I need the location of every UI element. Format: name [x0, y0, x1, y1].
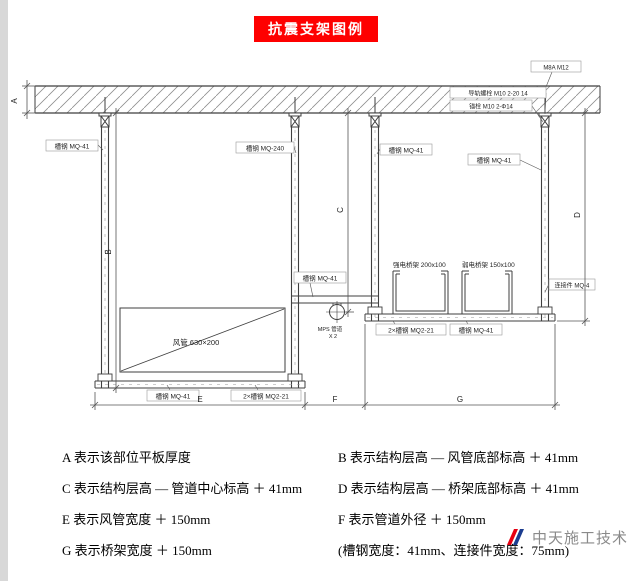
top-annotations — [449, 60, 582, 123]
corner-plates — [97, 306, 553, 382]
bolt-spec-label: M8A M12 — [543, 66, 569, 72]
tray-weak-label: 弱电桥架 150x100 — [462, 260, 515, 269]
cable-tray-weak — [461, 270, 513, 315]
logo-blue-stripe — [513, 529, 524, 545]
tray-strong-label: 强电桥架 200x100 — [393, 260, 446, 269]
cable-tray-strong — [392, 270, 449, 315]
note-widths: (槽钢宽度：41mm、连接件宽度：75mm) — [338, 543, 570, 558]
dim-c — [344, 108, 354, 317]
dim-label-d: D — [573, 212, 582, 218]
note-c: C 表示结构层高 — 管道中心标高 ＋ 41mm — [62, 481, 303, 496]
dim-a — [22, 80, 36, 119]
dim-d — [557, 108, 590, 326]
anchor-bolt-label: 锚栓 M10 2-Φ14 — [469, 103, 513, 111]
duct — [119, 307, 286, 373]
dim-label-c: C — [336, 207, 345, 213]
tray-bottom-double-label: 2×槽钢 MQ2-21 — [388, 326, 434, 335]
note-d: D 表示结构层高 — 桥架底部标高 ＋ 41mm — [338, 481, 579, 496]
dim-label-b: B — [104, 249, 113, 254]
logo-red-stripe — [507, 529, 518, 545]
dim-label-e: E — [197, 395, 202, 404]
company-logo-icon — [507, 529, 524, 545]
connector-label: 连接件 MQ-4 — [555, 282, 590, 290]
watermark-text: 中天施工技术 — [532, 529, 629, 547]
duct-label: 风管 630×200 — [173, 337, 220, 347]
right-channel-label: 槽钢 MQ-41 — [477, 156, 512, 165]
pipe-label-line2: X 2 — [329, 334, 337, 340]
rail-bolt-label: 导轨螺栓 M10 2-20 14 — [468, 90, 528, 98]
note-row-4: G 表示桥架宽度 ＋ 150mm (槽钢宽度：41mm、连接件宽度：75mm) — [62, 540, 610, 571]
dim-label-f: F — [333, 395, 338, 404]
pipe-channel-label: 槽钢 MQ-41 — [303, 274, 338, 283]
vertical-channels — [100, 127, 550, 388]
dim-label-a: A — [10, 98, 19, 104]
note-row-3: E 表示风管宽度 ＋ 150mm F 表示管道外径 ＋ 150mm — [62, 509, 610, 540]
page-left-margin — [0, 0, 8, 581]
legend-notes: A 表示该部位平板厚度 B 表示结构层高 — 风管底部标高 ＋ 41mm C 表… — [62, 447, 610, 571]
note-g: G 表示桥架宽度 ＋ 150mm — [62, 543, 212, 558]
left-channel-label: 槽钢 MQ-41 — [55, 142, 90, 151]
hanger-anchors — [98, 97, 552, 128]
duct-bottom-double-label: 2×槽钢 MQ2-21 — [243, 392, 289, 401]
dim-efg — [90, 324, 560, 410]
right-inner-channel-label: 槽钢 MQ-41 — [389, 146, 424, 155]
horizontal-channels — [94, 295, 556, 389]
dim-label-g: G — [457, 395, 463, 404]
watermark: 中天施工技术 — [504, 526, 628, 548]
mid-channel-label: 槽钢 MQ-240 — [246, 144, 285, 153]
dim-b — [112, 108, 120, 393]
duct-bottom-channel-label: 槽钢 MQ-41 — [156, 392, 191, 401]
note-row-1: A 表示该部位平板厚度 B 表示结构层高 — 风管底部标高 ＋ 41mm — [62, 447, 610, 478]
page-title: 抗震支架图例 — [254, 16, 378, 42]
pipe-label-line1: MPS 管道 — [318, 325, 343, 333]
technical-drawing: A — [10, 60, 601, 410]
member-tags — [45, 139, 596, 402]
note-row-2: C 表示结构层高 — 管道中心标高 ＋ 41mm D 表示结构层高 — 桥架底部… — [62, 478, 610, 509]
pipe — [326, 301, 348, 323]
tray-bottom-channel-label: 槽钢 MQ-41 — [459, 326, 494, 335]
note-e: E 表示风管宽度 ＋ 150mm — [62, 512, 211, 527]
note-a: A 表示该部位平板厚度 — [62, 450, 191, 465]
note-b: B 表示结构层高 — 风管底部标高 ＋ 41mm — [338, 450, 579, 465]
note-f: F 表示管道外径 ＋ 150mm — [338, 512, 486, 527]
